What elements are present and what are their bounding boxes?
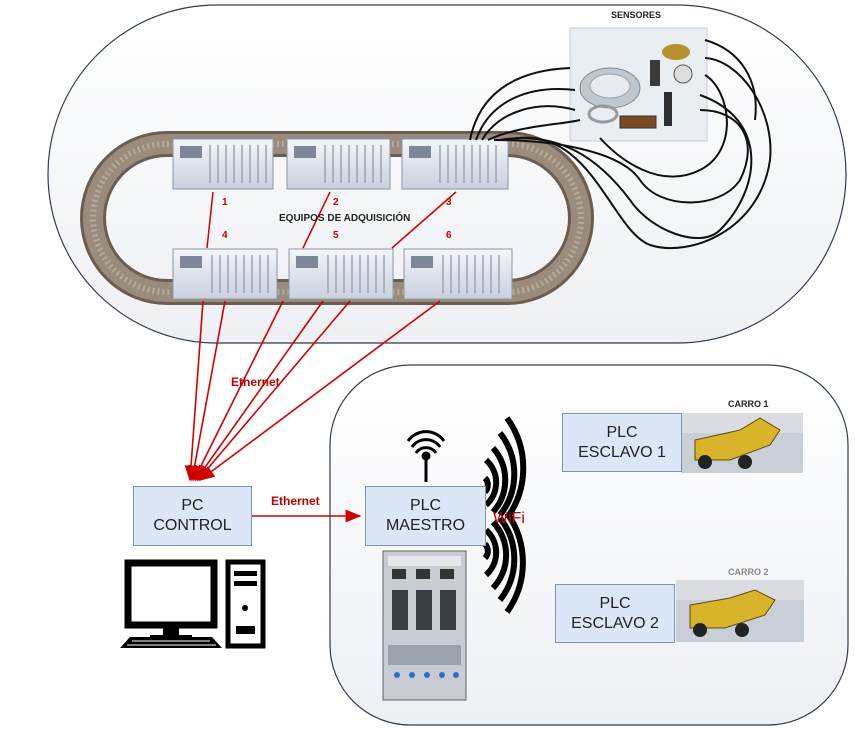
plc-maestro-box: PLC MAESTRO [365, 486, 486, 546]
carro-1-image [681, 413, 803, 473]
unit-number-6: 6 [446, 230, 452, 241]
control-cabinet-image [382, 550, 467, 701]
acquisition-unit-5 [288, 248, 394, 300]
carro-2-image [676, 580, 804, 642]
wifi-waves-icon [482, 416, 527, 614]
acquisition-unit-1 [172, 138, 274, 190]
pc-control-box: PC CONTROL [133, 486, 252, 546]
unit-number-2: 2 [333, 197, 339, 208]
plc-esclavo-1-line1: PLC [606, 423, 638, 441]
plc-esclavo-1-line2: ESCLAVO 1 [578, 443, 666, 461]
unit-links [206, 191, 457, 249]
sensores-label: SENSORES [611, 10, 662, 20]
plc-esclavo-2-line1: PLC [599, 594, 631, 612]
carro-2-label: CARRO 2 [728, 567, 769, 577]
unit-number-1: 1 [222, 197, 228, 208]
pc-control-line2: CONTROL [153, 517, 232, 534]
plc-maestro-line1: PLC [409, 497, 442, 514]
plc-esclavo-1-box: PLC ESCLAVO 1 [562, 413, 682, 472]
plc-esclavo-2-line2: ESCLAVO 2 [571, 614, 659, 632]
acquisition-unit-6 [403, 248, 513, 300]
plc-esclavo-2-box: PLC ESCLAVO 2 [555, 584, 675, 643]
unit-number-3: 3 [446, 197, 452, 208]
unit-number-4: 4 [222, 230, 228, 241]
wifi-label: WiFi [493, 510, 525, 527]
acquisition-unit-4 [172, 248, 278, 300]
acquisition-unit-2 [286, 138, 391, 190]
unit-number-5: 5 [333, 230, 339, 241]
ethernet-lines [184, 300, 441, 482]
ethernet-label-upper: Ethernet [231, 375, 280, 389]
computer-icon [120, 559, 266, 649]
plc-maestro-line2: MAESTRO [385, 517, 466, 534]
equipos-label: EQUIPOS DE ADQUISICIÓN [279, 213, 411, 224]
sensors-image [569, 27, 708, 142]
pc-control-line1: PC [181, 497, 204, 514]
ethernet-label-lower: Ethernet [271, 494, 320, 508]
acquisition-unit-3 [401, 138, 509, 190]
antenna-icon [406, 430, 446, 482]
sensor-cables [469, 39, 772, 250]
carro-1-label: CARRO 1 [728, 399, 769, 409]
